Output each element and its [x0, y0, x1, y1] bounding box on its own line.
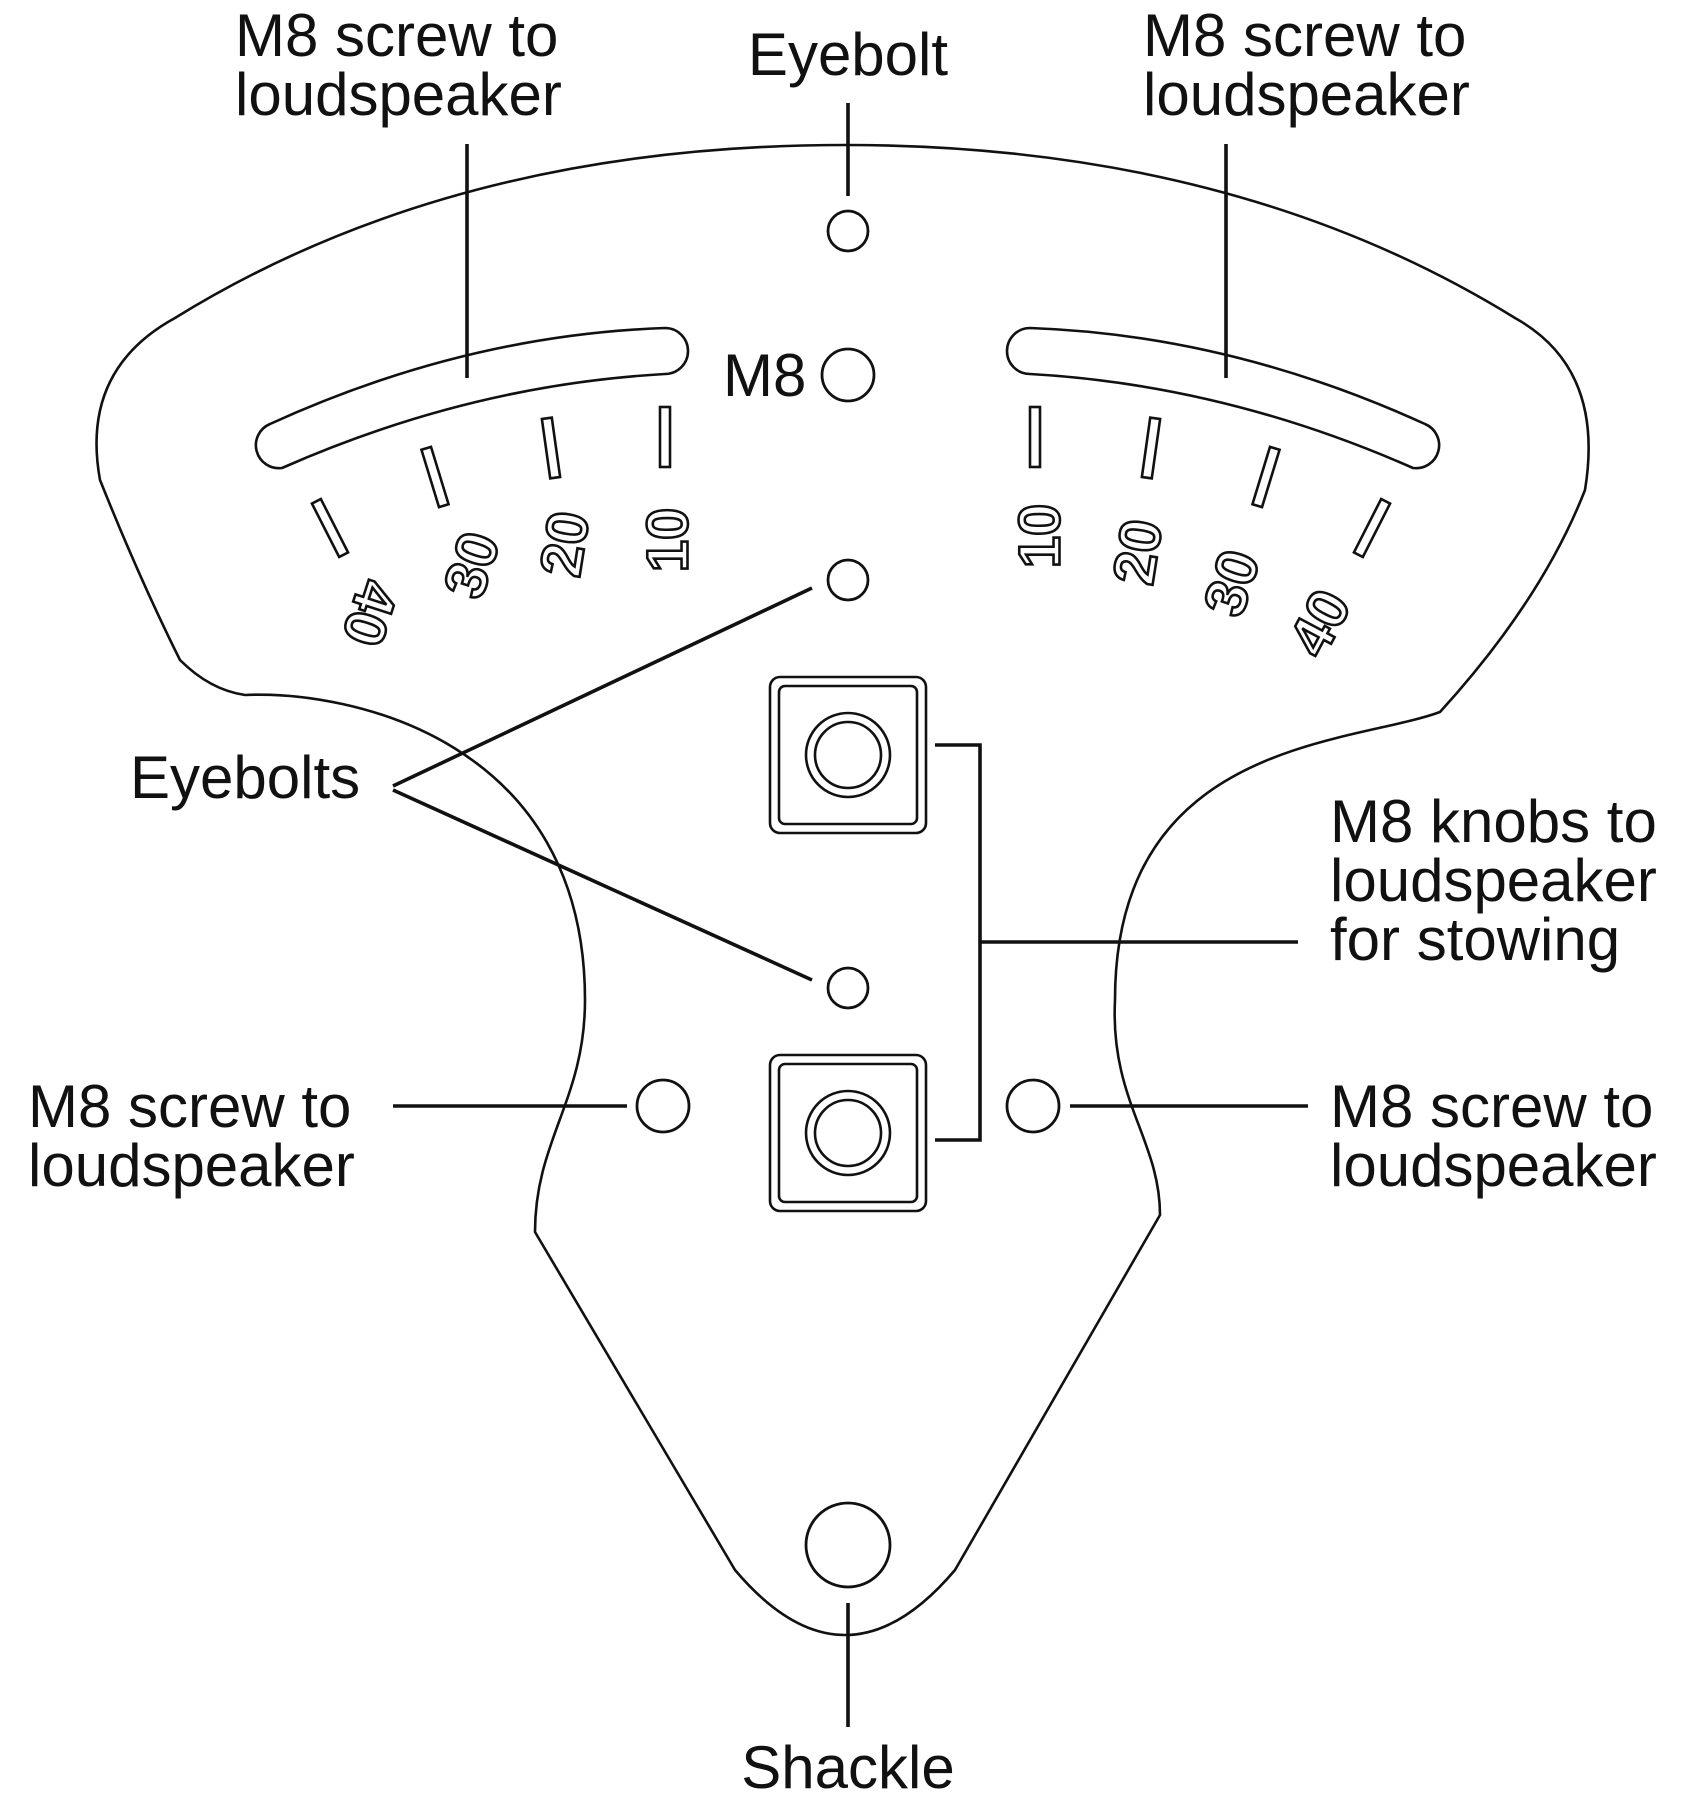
- lower-eyebolt-hole: [826, 966, 870, 1010]
- upper-eyebolt-hole: [826, 558, 870, 602]
- scale-right-30: 30: [1191, 542, 1273, 623]
- top-eyebolt-hole: [826, 209, 870, 253]
- right-adjustment-slot: [1005, 326, 1441, 470]
- tick-right-40: [1352, 497, 1392, 559]
- tick-right-10: [1028, 405, 1042, 469]
- scale-left-30: 30: [431, 524, 513, 605]
- right-screw-hole: [1005, 1078, 1061, 1134]
- tick-right-20: [1140, 416, 1162, 480]
- label-top-left-screw: M8 screw to loudspeaker: [235, 2, 575, 128]
- tick-left-10: [658, 405, 672, 469]
- left-scale-numbers: 40 30 20 10: [328, 506, 702, 655]
- plate-outline: [95, 143, 1590, 1637]
- label-right-screw: M8 screw to loudspeaker: [1330, 1073, 1670, 1199]
- left-screw-hole: [635, 1078, 691, 1134]
- tick-left-20: [540, 416, 562, 480]
- right-scale-ticks: [1028, 405, 1392, 559]
- scale-right-20: 20: [1101, 515, 1175, 589]
- leader-eyebolts-lower: [392, 788, 813, 982]
- scale-left-40: 40: [329, 572, 411, 653]
- tick-left-30: [419, 445, 451, 509]
- left-scale-ticks: [310, 405, 672, 559]
- label-top-right-screw: M8 screw to loudspeaker: [1143, 2, 1483, 128]
- leader-eyebolts-upper: [392, 586, 813, 788]
- scale-right-40: 40: [1276, 579, 1364, 666]
- left-adjustment-slot: [254, 326, 690, 470]
- upper-stowing-knob: [768, 675, 928, 835]
- m8-hole: [820, 347, 876, 403]
- shackle-hole: [804, 1501, 892, 1589]
- label-stowing-knobs: M8 knobs to loudspeaker for stowing: [1330, 788, 1674, 973]
- label-eyebolts: Eyebolts: [130, 744, 360, 811]
- scale-right-10: 10: [1008, 504, 1073, 569]
- right-scale-numbers: 10 20 30 40: [1006, 502, 1365, 668]
- tick-right-30: [1250, 445, 1282, 509]
- lower-stowing-knob: [768, 1053, 928, 1213]
- label-shackle: Shackle: [741, 1734, 954, 1801]
- label-left-screw: M8 screw to loudspeaker: [28, 1073, 368, 1199]
- label-m8: M8: [723, 342, 806, 409]
- scale-left-20: 20: [528, 507, 602, 581]
- leader-knobs-bracket: [935, 743, 982, 1142]
- scale-left-10: 10: [636, 508, 701, 573]
- label-top-eyebolt: Eyebolt: [748, 21, 948, 88]
- tick-left-40: [310, 497, 350, 559]
